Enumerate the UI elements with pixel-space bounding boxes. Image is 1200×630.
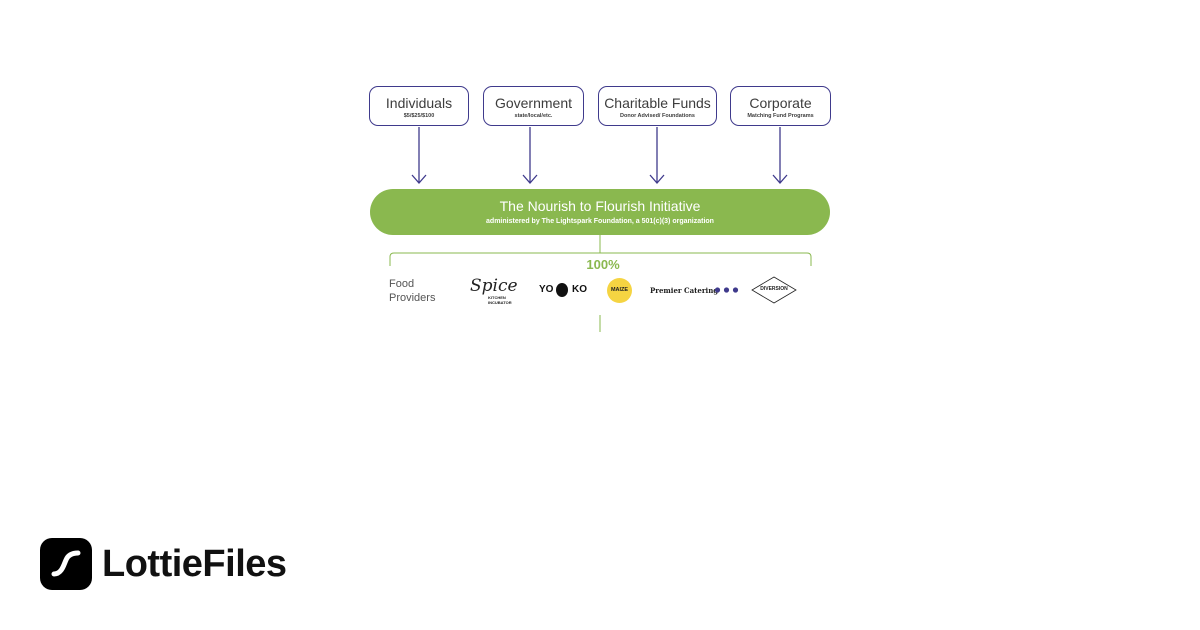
yoko-logo-mark xyxy=(556,283,568,297)
lottiefiles-logo-icon xyxy=(40,538,92,590)
diversion-logo: DIVERSION xyxy=(751,276,797,304)
source-subtitle: state/local/etc. xyxy=(514,113,553,119)
initiative-title: The Nourish to Flourish Initiative xyxy=(499,198,701,214)
yoko-logo: YO KO xyxy=(539,283,587,299)
source-corporate: Corporate Matching Fund Programs xyxy=(730,86,831,126)
allocation-percent: 100% xyxy=(586,257,620,272)
premier-catering-logo: Premier Catering xyxy=(650,286,719,295)
diversion-logo-text: DIVERSION xyxy=(760,286,788,292)
spice-logo-text: Spice xyxy=(470,276,518,296)
source-individuals: Individuals $5/$25/$100 xyxy=(369,86,469,126)
source-charitable-funds: Charitable Funds Donor Advised/ Foundati… xyxy=(598,86,717,126)
lottiefiles-wordmark: LottieFiles xyxy=(102,543,287,585)
more-providers-dots xyxy=(714,287,739,293)
arrow-head-government xyxy=(522,174,538,184)
spice-logo-sub2: INCUBATOR xyxy=(488,300,512,305)
arrow-head-corporate xyxy=(772,174,788,184)
diversion-diamond-mark xyxy=(751,276,797,304)
source-title: Corporate xyxy=(749,95,812,111)
initiative-node: The Nourish to Flourish Initiative admin… xyxy=(370,189,830,235)
food-providers-label: Food Providers xyxy=(389,278,436,304)
spice-kitchen-logo: Spice KITCHEN INCUBATOR xyxy=(468,276,526,306)
source-title: Government xyxy=(494,95,573,111)
maize-logo: MAIZE xyxy=(607,278,632,303)
source-title: Charitable Funds xyxy=(604,95,711,111)
spice-logo-sub1: KITCHEN xyxy=(488,295,506,300)
maize-logo-text: MAIZE xyxy=(610,287,629,293)
arrow-head-charitable-funds xyxy=(649,174,665,184)
lottie-swoosh-icon xyxy=(51,550,81,577)
source-subtitle: $5/$25/$100 xyxy=(403,113,435,119)
source-government: Government state/local/etc. xyxy=(483,86,584,126)
source-title: Individuals xyxy=(385,95,453,111)
yoko-logo-left: YO xyxy=(539,284,554,295)
yoko-logo-right: KO xyxy=(572,284,587,295)
source-subtitle: Matching Fund Programs xyxy=(747,113,814,119)
initiative-subtitle: administered by The Lightspark Foundatio… xyxy=(486,218,714,225)
arrow-head-individuals xyxy=(411,174,427,184)
source-subtitle: Donor Advised/ Foundations xyxy=(620,113,695,119)
